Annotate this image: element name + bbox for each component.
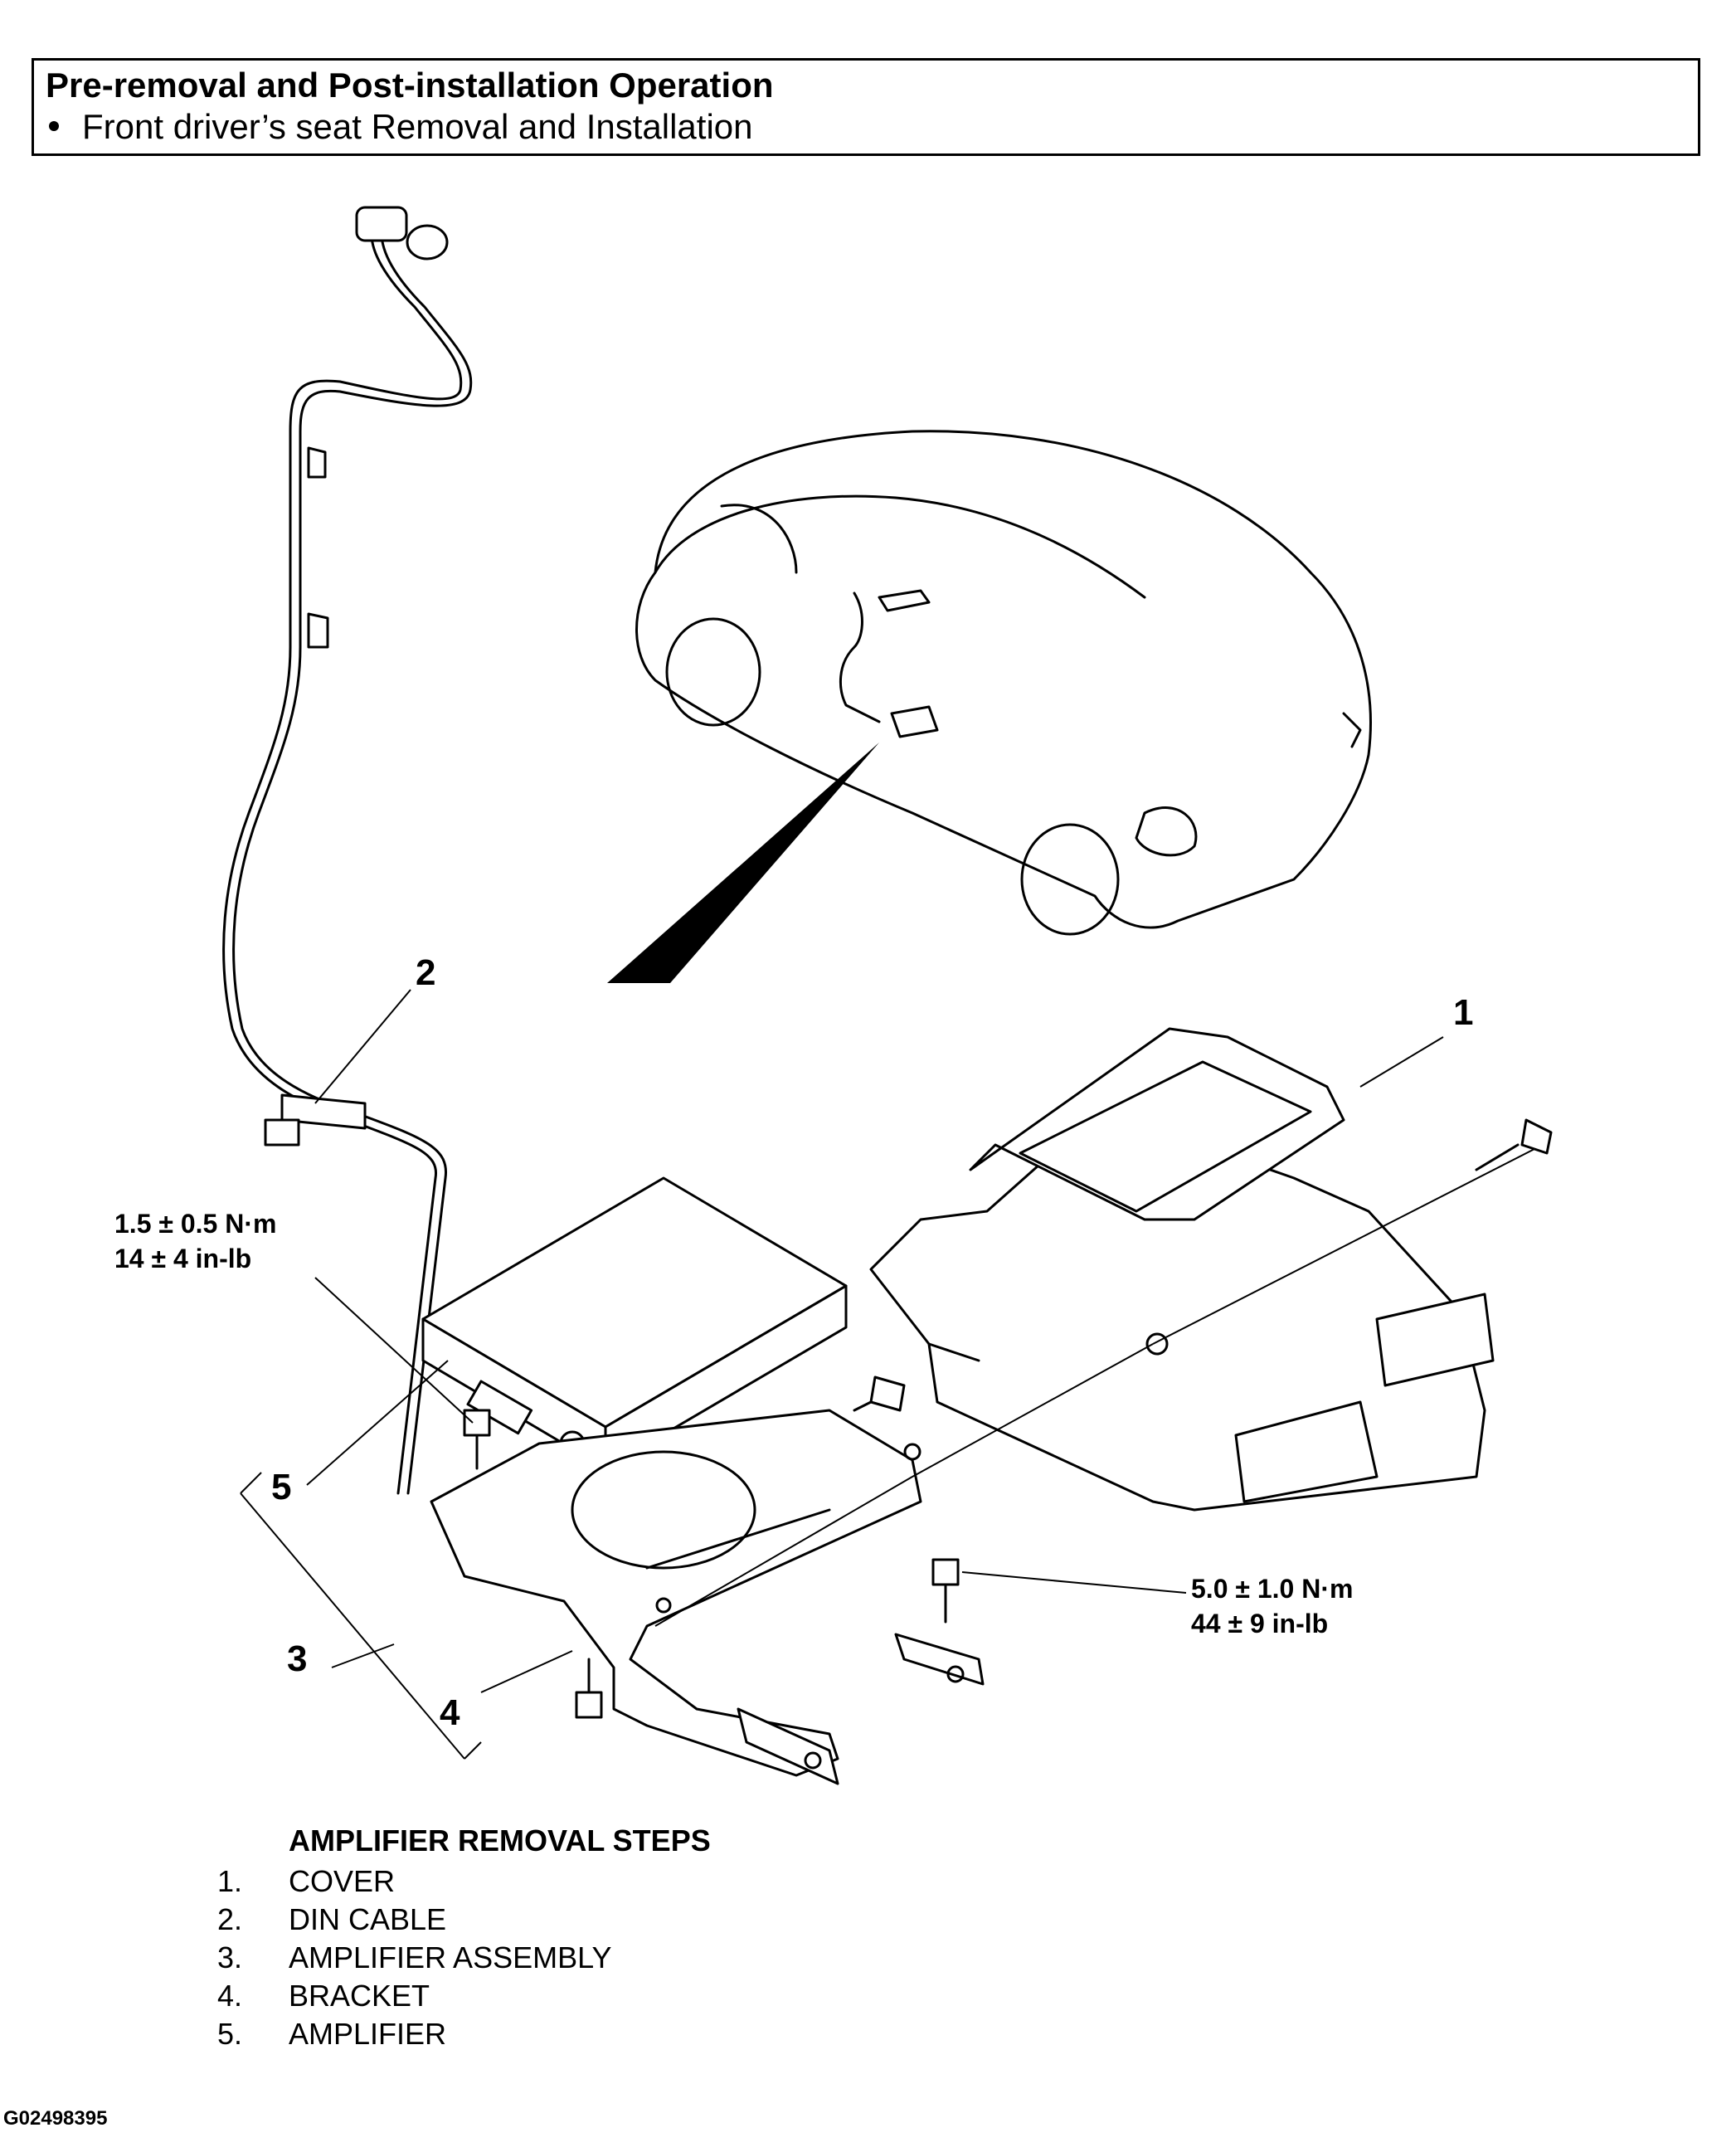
header-bullet-row: Front driver’s seat Removal and Installa… xyxy=(49,107,753,147)
callout-1: 1 xyxy=(1453,992,1474,1033)
removal-steps-title: AMPLIFIER REMOVAL STEPS xyxy=(289,1823,711,1857)
cover xyxy=(869,1027,1495,1512)
leader-lines xyxy=(240,989,1535,1760)
torque-bracket-bolt: 5.0 ± 1.0 N·m 44 ± 9 in-lb xyxy=(1191,1571,1353,1641)
callout-3: 3 xyxy=(287,1638,308,1679)
bracket xyxy=(430,1409,985,1785)
step-number: 5. xyxy=(217,2017,243,2051)
step-label: AMPLIFIER ASSEMBLY xyxy=(289,1940,612,1974)
removal-step: 2. DIN CABLE xyxy=(217,1901,611,1939)
step-label: AMPLIFIER xyxy=(289,2017,447,2051)
torque-bracket-bolt-nm: 5.0 ± 1.0 N·m xyxy=(1191,1574,1354,1604)
removal-step: 3. AMPLIFIER ASSEMBLY xyxy=(217,1939,611,1977)
vehicle-outline xyxy=(607,430,1372,983)
step-number: 3. xyxy=(217,1940,243,1974)
figure-id: G02498395 xyxy=(3,2107,108,2130)
torque-amplifier-screw-nm: 1.5 ± 0.5 N·m xyxy=(114,1209,277,1239)
torque-amplifier-screw-inlb: 14 ± 4 in-lb xyxy=(114,1244,252,1273)
step-number: 1. xyxy=(217,1864,243,1898)
fasteners xyxy=(463,1118,1553,1719)
removal-step: 5. AMPLIFIER xyxy=(217,2015,611,2053)
removal-step: 4. BRACKET xyxy=(217,1977,611,2015)
din-cable xyxy=(222,206,473,1495)
step-number: 2. xyxy=(217,1902,243,1936)
callout-2: 2 xyxy=(416,952,436,993)
step-label: BRACKET xyxy=(289,1979,430,2013)
pre-removal-box: Pre-removal and Post-installation Operat… xyxy=(32,58,1700,156)
torque-amplifier-screw: 1.5 ± 0.5 N·m 14 ± 4 in-lb xyxy=(114,1206,276,1276)
callout-5: 5 xyxy=(271,1467,292,1507)
callout-4: 4 xyxy=(440,1692,460,1733)
removal-steps-list: 1. COVER 2. DIN CABLE 3. AMPLIFIER ASSEMBLY… xyxy=(217,1862,611,2053)
bullet-dot-icon xyxy=(49,120,59,131)
step-label: COVER xyxy=(289,1864,396,1898)
header-bullet-text: Front driver’s seat Removal and Installa… xyxy=(82,107,753,146)
torque-bracket-bolt-inlb: 44 ± 9 in-lb xyxy=(1191,1609,1329,1638)
step-label: DIN CABLE xyxy=(289,1902,447,1936)
step-number: 4. xyxy=(217,1979,243,2013)
removal-step: 1. COVER xyxy=(217,1862,611,1901)
header-title: Pre-removal and Post-installation Operat… xyxy=(46,66,774,105)
